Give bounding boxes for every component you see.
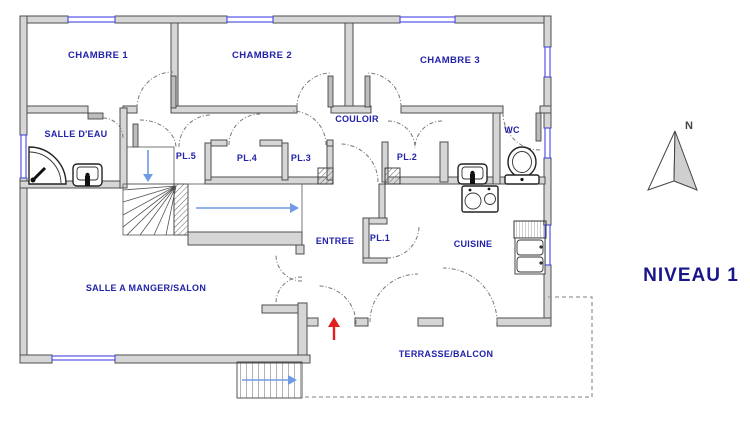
room-label-pl2: PL.2 [397,152,417,162]
door-leaf [132,123,139,148]
doors [87,71,542,325]
room-label-pl1: PL.1 [370,233,390,243]
compass-label: N [685,120,693,132]
room-labels: CHAMBRE 1 CHAMBRE 2 CHAMBRE 3 SALLE D'EA… [45,50,520,359]
sink [72,163,103,187]
window [20,134,27,179]
door-arc [339,143,379,183]
exterior-walls [19,15,552,364]
room-label-pl5: PL.5 [176,151,196,161]
room-label-pl3: PL.3 [291,153,311,163]
stair-core-hatch [173,183,189,236]
stair-upper-flight [126,146,175,185]
door-leaf [535,112,542,142]
room-label-chambre1: CHAMBRE 1 [68,50,128,61]
north-arrow-icon: N [647,120,698,191]
window [51,355,116,361]
exterior-steps-arrow-icon [242,375,297,385]
terrace-outline [305,296,593,398]
window [544,46,551,78]
room-label-pl4: PL.4 [237,153,257,163]
room-label-entree: ENTREE [316,236,354,246]
door-arc [139,119,177,149]
room-label-salle-deau: SALLE D'EAU [45,129,108,139]
interior-walls [19,22,552,356]
door-arc [502,112,541,151]
room-label-terrasse: TERRASSE/BALCON [399,349,494,359]
toilet [504,146,540,185]
bathroom-fixtures [28,146,540,187]
door-arc [228,113,261,146]
stair-lower-flight [187,183,303,233]
window [226,16,274,23]
stair-winder-rays [122,185,177,236]
room-label-wc: WC [504,125,520,135]
level-title: NIVEAU 1 [643,265,739,286]
window [544,127,551,159]
entrance-arrow-icon [328,317,340,340]
door-arc [366,72,402,108]
door-arc [178,114,212,148]
door-arc [442,267,498,323]
door-arc [414,120,443,149]
room-label-couloir: COULOIR [335,114,379,124]
door-leaf [170,75,177,109]
door-arc [317,285,357,325]
door-arc [291,110,327,146]
door-leaf [87,112,104,120]
post-hatched [317,167,334,185]
door-leaf [364,75,371,108]
post-hatched [384,167,401,185]
door-arc [369,273,419,323]
door-arc [387,120,416,149]
stair-down-arrow-icon [143,150,153,182]
door-arc [296,72,332,108]
room-label-chambre3: CHAMBRE 3 [420,55,480,66]
room-label-salon: SALLE A MANGER/SALON [86,283,206,293]
door-arc [102,117,124,139]
sink [457,163,488,185]
door-leaf [327,75,334,108]
cooktop [461,185,499,213]
window [67,16,116,23]
kitchen-fixtures [461,185,547,275]
room-label-cuisine: CUISINE [454,239,493,249]
windows [20,16,551,361]
room-label-chambre2: CHAMBRE 2 [232,50,292,61]
window [399,16,456,23]
stair-right-arrow-icon [196,203,299,213]
stair-direction-arrows [143,150,340,385]
door-arc [275,276,303,304]
door-arc [275,254,303,282]
door-arc [136,71,174,109]
kitchen-sink [513,220,547,275]
door-arc [386,225,420,259]
shower [28,146,67,185]
